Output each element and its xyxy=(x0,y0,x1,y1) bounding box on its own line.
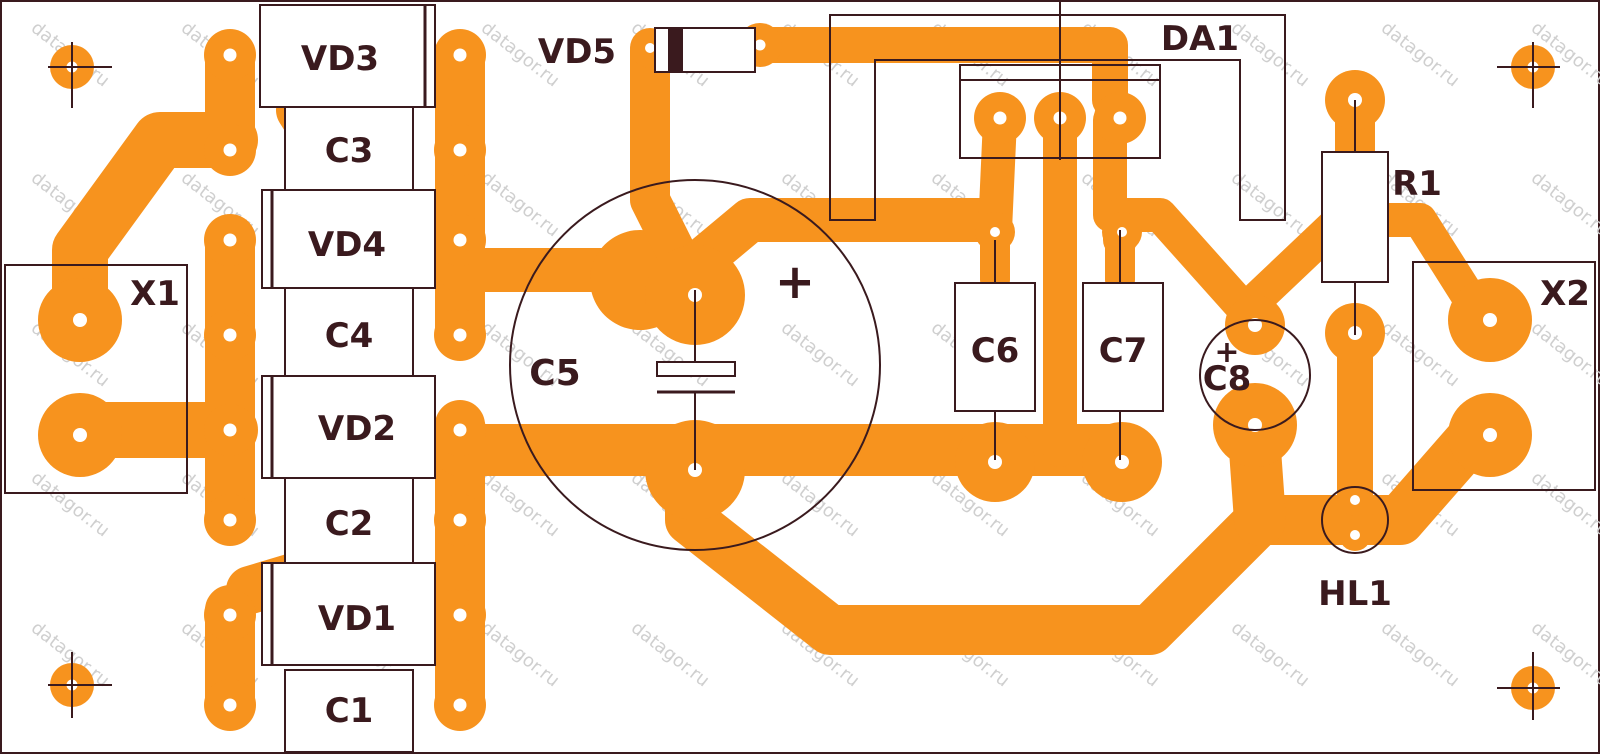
label-c8: C8 xyxy=(1203,359,1252,399)
label-vd4: VD4 xyxy=(308,225,386,265)
label-hl1: HL1 xyxy=(1318,574,1392,614)
pad-x2-bottom xyxy=(1448,393,1532,477)
pad-c2-left xyxy=(204,494,256,546)
pad-vd4-left xyxy=(204,214,256,266)
label-x2: X2 xyxy=(1540,274,1590,314)
pad-x1-top xyxy=(38,278,122,362)
pad-da1-pin1 xyxy=(974,92,1026,144)
trace-vd5-to-da1 xyxy=(737,27,1128,118)
label-x1: X1 xyxy=(130,274,180,314)
pad-c8-plus xyxy=(1225,295,1285,355)
r1-body xyxy=(1321,151,1389,283)
c8-polarity-mark: + xyxy=(1214,335,1239,370)
mount-hole-tl xyxy=(48,42,112,108)
c3-body xyxy=(284,106,414,191)
c2-body xyxy=(284,477,414,564)
pad-x2-top xyxy=(1448,278,1532,362)
pad-vd1-right xyxy=(434,589,486,641)
x2-outline xyxy=(1412,261,1596,491)
pad-c7-top xyxy=(1102,212,1142,252)
pad-c6-top xyxy=(975,212,1015,252)
pad-c6-bottom xyxy=(955,422,1035,502)
label-vd2: VD2 xyxy=(318,409,396,449)
label-da1: DA1 xyxy=(1161,19,1239,59)
label-c6: C6 xyxy=(971,331,1020,371)
vd3-body xyxy=(259,4,436,108)
vd1-body xyxy=(261,562,436,666)
label-c2: C2 xyxy=(325,504,374,544)
label-c3: C3 xyxy=(325,131,374,171)
label-c4: C4 xyxy=(325,316,374,356)
pad-vd4-right xyxy=(434,214,486,266)
pad-c1-left xyxy=(204,679,256,731)
pad-vd2-left xyxy=(204,404,256,456)
hl1-outline xyxy=(1321,486,1389,554)
label-c5: C5 xyxy=(529,353,580,394)
c5-polarity-mark: + xyxy=(775,254,815,310)
silkscreen xyxy=(4,0,1596,753)
c6-body xyxy=(954,282,1036,412)
label-vd1: VD1 xyxy=(318,599,396,639)
c7-body xyxy=(1082,282,1164,412)
pad-hl1-k xyxy=(1339,519,1371,551)
c5-outline xyxy=(509,179,881,551)
label-vd5: VD5 xyxy=(538,32,616,72)
component-labels: VD3 C3 VD4 C4 VD2 C2 VD1 C1 VD5 DA1 X1 X… xyxy=(130,19,1590,731)
pad-vd2-right xyxy=(434,404,486,456)
da1-heatsink-outline xyxy=(829,14,1286,221)
pad-c4-left xyxy=(204,309,256,361)
pad-c8-minus xyxy=(1213,383,1297,467)
pad-vd3-left xyxy=(204,29,256,81)
mount-hole-tr xyxy=(1497,42,1560,108)
pad-c2-right xyxy=(434,494,486,546)
c5-plate xyxy=(656,361,736,377)
x1-outline xyxy=(4,264,188,494)
mount-hole-bl xyxy=(48,652,112,718)
pad-c3-left xyxy=(204,124,256,176)
pad-c7-bottom xyxy=(1082,422,1162,502)
c8-outline xyxy=(1199,319,1311,431)
label-vd3: VD3 xyxy=(301,39,379,79)
vd4-body xyxy=(261,189,436,289)
pad-da1-pin3 xyxy=(1094,92,1146,144)
trace-ground-loop xyxy=(665,415,1495,655)
label-c1: C1 xyxy=(325,691,374,731)
pad-vd1-left xyxy=(204,589,256,641)
pad-hl1-a xyxy=(1339,484,1371,516)
pad-c1-right xyxy=(434,679,486,731)
pad-c3-right xyxy=(434,124,486,176)
pad-vd3-right xyxy=(434,29,486,81)
c1-body xyxy=(284,669,414,753)
pad-x1-bottom xyxy=(38,393,122,477)
label-r1: R1 xyxy=(1392,164,1442,204)
pad-c4-right xyxy=(434,309,486,361)
vd5-cathode-band xyxy=(668,28,683,72)
label-c7: C7 xyxy=(1099,331,1148,371)
mount-hole-br xyxy=(1497,652,1560,720)
